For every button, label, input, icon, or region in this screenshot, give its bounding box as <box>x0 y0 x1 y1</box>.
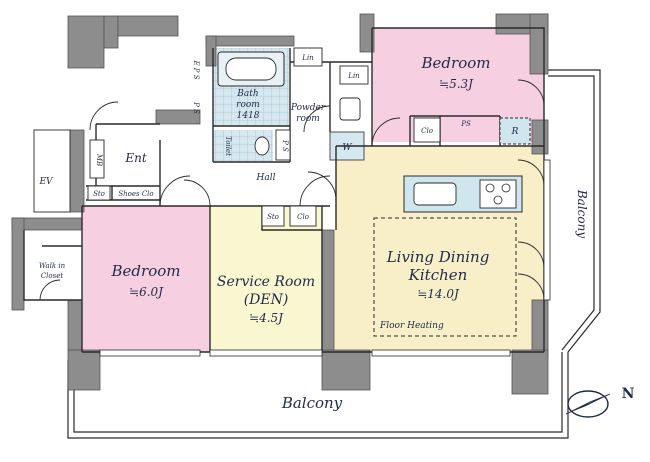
bathroom-line1: Bath <box>236 89 258 99</box>
hall-label: Hall <box>256 173 276 183</box>
ev-label: EV <box>38 177 54 187</box>
lin-label-a: Lin <box>301 54 314 62</box>
ps-left-label: P S <box>192 101 200 114</box>
ps-toilet-label: P S <box>281 139 289 152</box>
toilet-label: Toilet <box>224 136 232 156</box>
compass-icon <box>565 390 611 418</box>
kitchen-counter <box>403 175 523 213</box>
sto-label-a: Sto <box>267 213 279 221</box>
powder-line2: room <box>296 114 320 124</box>
bathtub <box>217 51 285 87</box>
sto-label-b: Sto <box>93 190 105 198</box>
bedroom-top-size: ≒5.3J <box>439 77 474 91</box>
entrance-label: Ent <box>124 151 146 165</box>
service-room-name: Service Room <box>217 274 315 290</box>
door-swings <box>39 79 545 301</box>
sink <box>413 182 457 206</box>
service-room-sub: (DEN) <box>244 292 289 308</box>
stove <box>479 179 517 209</box>
compass-n-label: N <box>622 386 635 402</box>
clo-label-a: Clo <box>421 127 433 135</box>
bedroom-left-name: Bedroom <box>111 262 181 280</box>
clo-label-b: Clo <box>297 213 309 221</box>
ldk-size: ≒14.0J <box>417 287 460 301</box>
eps-label: E P S <box>192 59 200 79</box>
service-room-size: ≒4.5J <box>249 311 284 325</box>
utility-boxes <box>33 47 441 227</box>
bathroom-line3: 1418 <box>237 111 260 121</box>
shoes-closet-label: Shoes Clo <box>118 190 153 198</box>
washbasin <box>339 97 361 121</box>
balcony-bottom-outline <box>67 352 569 439</box>
walkin-line2: Closet <box>41 272 64 280</box>
bedroom-left-size: ≒6.0J <box>129 285 164 299</box>
ldk-line1: Living Dining <box>386 248 490 266</box>
balcony-right-label: Balcony <box>575 189 589 238</box>
powder-line1: Powder <box>290 103 326 113</box>
lin-label-b: Lin <box>347 72 360 80</box>
balcony-right-outline <box>548 69 601 353</box>
bedroom-left-area <box>82 206 210 352</box>
ldk-line2: Kitchen <box>408 266 468 284</box>
bathroom-line2: room <box>236 100 260 110</box>
balcony-bottom-label: Balcony <box>281 394 343 412</box>
fridge-label: R <box>511 127 519 137</box>
walkin-line1: Walk in <box>39 262 66 270</box>
windows <box>99 159 551 357</box>
toilet-fixture <box>254 136 270 156</box>
washer-label: W <box>342 143 352 153</box>
refrigerator-space <box>499 117 531 145</box>
floor-heating-zone <box>373 217 517 337</box>
ps-top-label: PS <box>460 120 471 128</box>
meter-box-label: MB <box>95 153 103 166</box>
floor-heating-note: Floor Heating <box>379 321 444 331</box>
bedroom-top-name: Bedroom <box>421 54 491 72</box>
